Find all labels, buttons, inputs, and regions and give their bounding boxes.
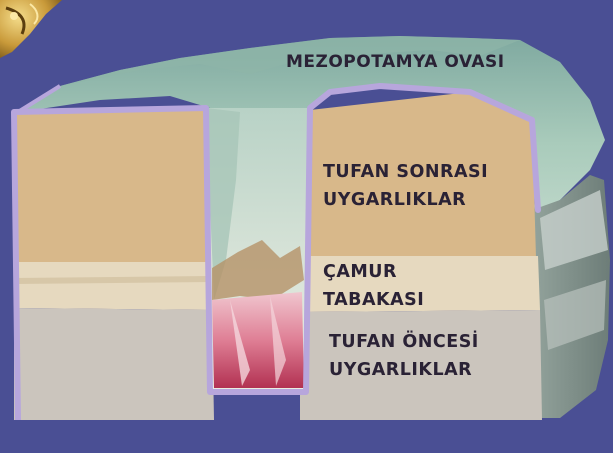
label-post-flood-line2: UYGARLIKLAR [323,186,488,214]
label-mesopotamia-plain: MEZOPOTAMYA OVASI [286,52,505,72]
pre-flood-layer [14,308,214,420]
excavation-bottom [212,292,304,388]
label-post-flood-line1: TUFAN SONRASI [323,158,488,186]
post-flood-layer [14,108,208,264]
label-mud-line1: ÇAMUR [323,258,424,286]
label-pre-flood: TUFAN ÖNCESİ UYGARLIKLAR [329,328,479,384]
corner-ornament-icon [0,0,62,58]
label-pre-flood-line1: TUFAN ÖNCESİ [329,328,479,356]
label-post-flood: TUFAN SONRASI UYGARLIKLAR [323,158,488,214]
label-mud-layer: ÇAMUR TABAKASI [323,258,424,314]
label-plain-text: MEZOPOTAMYA OVASI [286,52,505,72]
mud-layer [14,262,212,310]
label-mud-line2: TABAKASI [323,286,424,314]
label-pre-flood-line2: UYGARLIKLAR [329,356,479,384]
